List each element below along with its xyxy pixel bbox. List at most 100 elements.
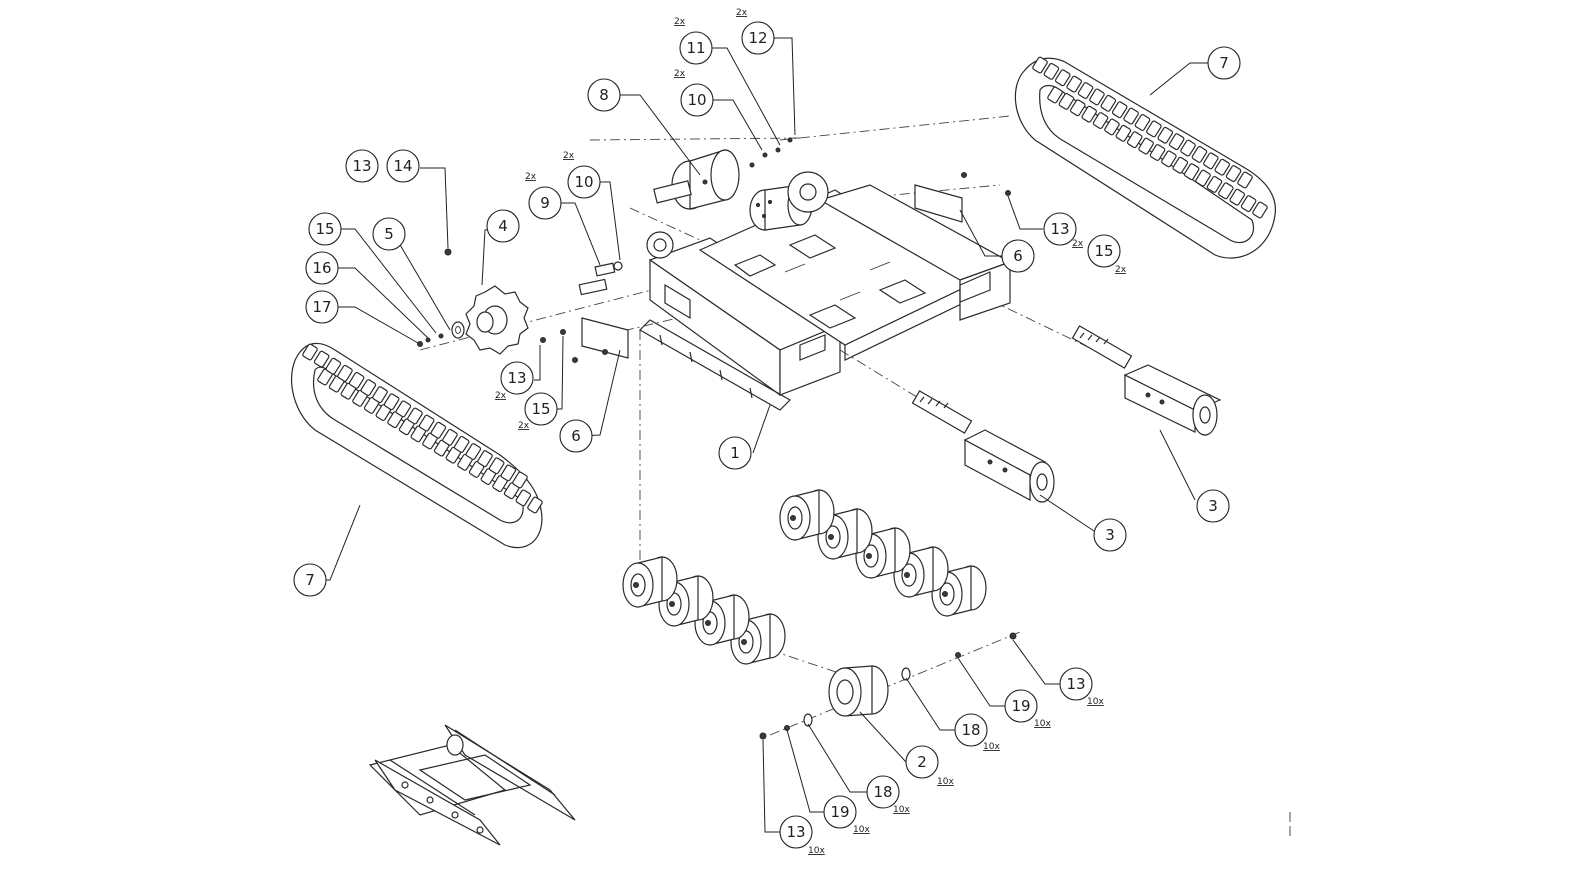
- track-lug: [418, 414, 435, 432]
- track-lug: [500, 464, 517, 482]
- callout-circle: [866, 775, 900, 809]
- track-lug: [1218, 182, 1234, 200]
- road-wheel: [931, 565, 987, 617]
- track-lug: [1043, 62, 1060, 80]
- callout-quantity: 2x: [1115, 265, 1127, 275]
- callout-circle: [386, 149, 420, 183]
- callout-quantity: 10x: [937, 777, 954, 787]
- callout-3: 3: [1093, 518, 1127, 552]
- callout-1: 1: [718, 436, 752, 470]
- road-wheel-bore: [630, 573, 646, 597]
- callout-7: 7: [1207, 46, 1241, 80]
- track-lug: [1225, 165, 1242, 183]
- track-lug: [360, 379, 377, 396]
- callout-number: 3: [1208, 497, 1218, 515]
- track-lug: [1149, 144, 1166, 161]
- tensioner-rear: [1071, 325, 1222, 436]
- road-wheel-bore: [863, 544, 879, 568]
- road-wheel-bolt: [828, 534, 834, 540]
- road-wheel-bolt: [705, 620, 711, 626]
- callout-circle: [779, 815, 813, 849]
- callout-circle: [679, 31, 713, 65]
- callout-16: 16: [305, 251, 339, 285]
- callout-number: 12: [748, 29, 767, 47]
- callout-number: 10: [574, 173, 593, 191]
- road-wheel-bolt: [904, 572, 910, 578]
- callout-9: 92x: [525, 172, 562, 220]
- callout-number: 8: [599, 86, 609, 104]
- callout-quantity: 2x: [1072, 239, 1084, 249]
- road-wheel-bolt: [866, 553, 872, 559]
- callout-number: 13: [786, 823, 805, 841]
- callout-circle: [718, 436, 752, 470]
- callout-number: 15: [315, 220, 334, 238]
- callout-circle: [1059, 667, 1093, 701]
- chassis-frame: [639, 184, 1012, 411]
- callout-number: 7: [1219, 54, 1229, 72]
- callout-circle: [1001, 239, 1035, 273]
- track-lug: [1126, 131, 1143, 149]
- callout-7: 7: [293, 563, 327, 597]
- track-lug: [1058, 92, 1075, 110]
- callout-number: 15: [1094, 242, 1113, 260]
- callout-circle: [905, 745, 939, 779]
- callout-6: 6: [559, 419, 593, 453]
- track-lug: [488, 457, 505, 475]
- callout-number: 1: [730, 444, 740, 462]
- track-lug: [407, 407, 423, 425]
- track-lug: [383, 393, 400, 411]
- track-lug: [1252, 201, 1268, 219]
- track-lug: [1161, 150, 1177, 168]
- tensioner-front: [911, 390, 1055, 503]
- callout-circle: [345, 149, 379, 183]
- drive-sprocket-left: [465, 285, 529, 355]
- leader-lines: [310, 37, 1208, 833]
- track-lug: [1032, 56, 1048, 74]
- callout-number: 14: [393, 157, 412, 175]
- callout-number: 3: [1105, 526, 1115, 544]
- callout-circle: [1004, 689, 1038, 723]
- callout-number: 13: [352, 157, 371, 175]
- callout-17: 17: [305, 290, 339, 324]
- track-lug: [1089, 88, 1105, 106]
- callout-number: 5: [384, 225, 394, 243]
- track-lug: [1229, 188, 1246, 206]
- callout-circle: [1093, 518, 1127, 552]
- callout-quantity: 10x: [1034, 719, 1051, 729]
- track-lug: [1168, 133, 1185, 151]
- road-wheel: [622, 556, 678, 608]
- track-lug: [1206, 176, 1223, 193]
- road-wheel-bolt: [790, 515, 796, 521]
- callout-quantity: 2x: [525, 172, 537, 182]
- callout-3: 3: [1196, 489, 1230, 523]
- callout-circle: [524, 392, 558, 426]
- track-lug: [313, 350, 330, 368]
- track-lug: [337, 364, 353, 382]
- callout-quantity: 2x: [495, 391, 507, 401]
- callout-number: 16: [312, 259, 331, 277]
- callout-quantity: 10x: [893, 805, 910, 815]
- track-lug: [1183, 163, 1200, 181]
- track-lug: [430, 421, 447, 439]
- track-lug: [348, 372, 365, 389]
- track-lug: [1157, 126, 1174, 144]
- callout-quantity: 10x: [808, 846, 825, 856]
- track-lug: [512, 471, 528, 489]
- callout-circle: [680, 83, 714, 117]
- road-wheel-bore: [825, 525, 841, 549]
- callout-5: 5: [372, 217, 406, 251]
- callout-circle: [308, 212, 342, 246]
- track-lug: [395, 400, 412, 418]
- track-lug: [1134, 114, 1151, 131]
- cover-plate-left: [581, 317, 629, 359]
